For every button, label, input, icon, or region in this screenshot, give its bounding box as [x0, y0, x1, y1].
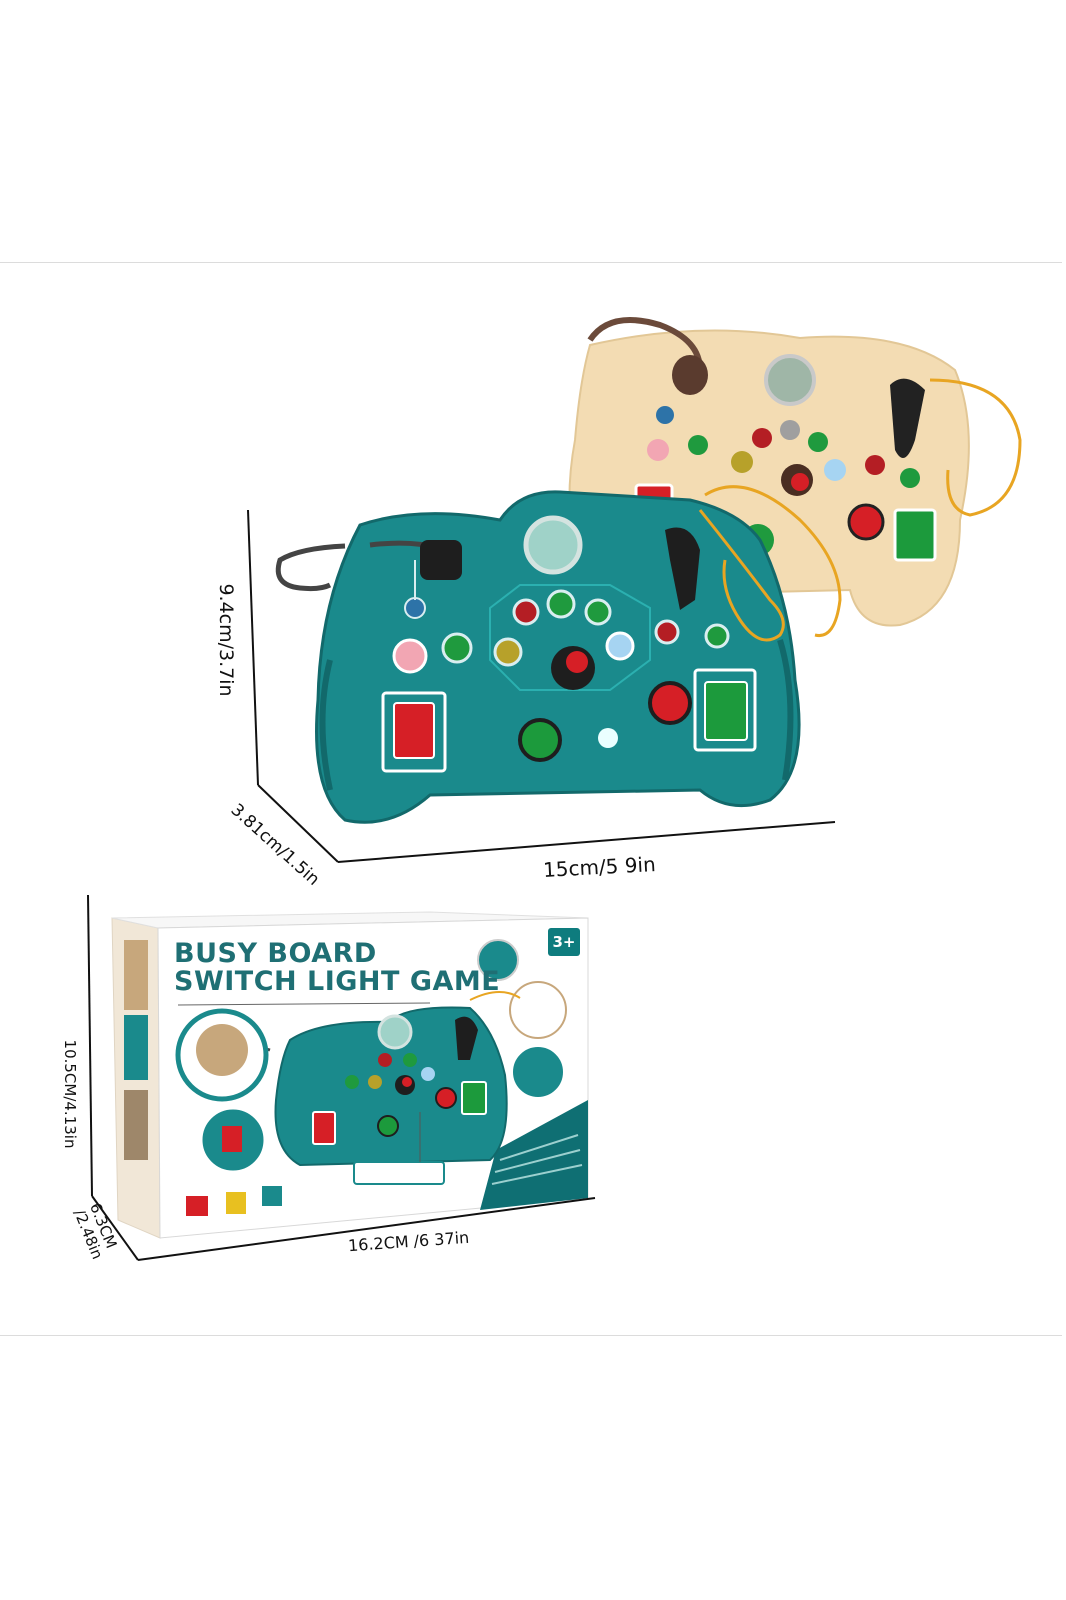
box-height-label: 10.5CM/4.13in [61, 1039, 79, 1149]
teal-busy-board [275, 490, 801, 824]
box-title-line1: BUSY BOARD [174, 938, 377, 969]
box-dimension-lines [87, 894, 596, 1261]
toy-height-label: 9.4cm/3.7in [215, 583, 237, 697]
product-box [111, 911, 589, 1239]
toy-dimension-lines [247, 509, 836, 863]
age-badge: 3+ [548, 928, 580, 956]
image-frame [0, 262, 1062, 1336]
box-title-line2: SWITCH LIGHT GAME [174, 966, 501, 997]
